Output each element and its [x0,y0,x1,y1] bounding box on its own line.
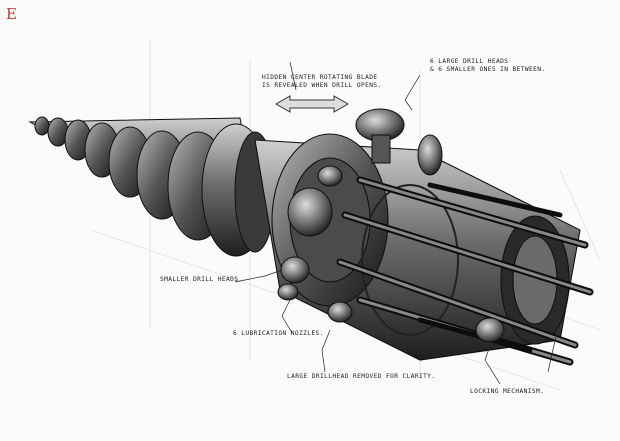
corner-letter: E [6,5,17,23]
annotation-locking-mechanism: LOCKING MECHANISM. [470,388,545,395]
annotation-drill-heads-line2: & 6 SMALLER ONES IN BETWEEN. [430,66,546,74]
annotation-hidden-blade-line2: IS REVEALED WHEN DRILL OPENS. [262,82,382,90]
annotation-lubrication-nozzles: 6 LUBRICATION NOZZLES. [233,330,324,337]
hydraulic-pistons [336,176,594,366]
double-arrow-icon [274,95,350,113]
drill-head-icon [277,108,505,343]
annotation-drill-heads-line1: 6 LARGE DRILL HEADS [430,58,509,65]
annotation-large-drillhead: LARGE DRILLHEAD REMOVED FOR CLARITY. [287,373,436,380]
annotation-hidden-blade: HIDDEN CENTER ROTATING BLADE IS REVEALED… [262,74,382,91]
annotation-smaller-drill-heads: SMALLER DRILL HEADS [160,276,239,283]
spiral-drill-bit-icon [28,116,276,257]
annotation-drill-heads: 6 LARGE DRILL HEADS & 6 SMALLER ONES IN … [430,58,546,75]
annotation-hidden-blade-line1: HIDDEN CENTER ROTATING BLADE [262,74,378,81]
leader-lines [234,61,557,385]
